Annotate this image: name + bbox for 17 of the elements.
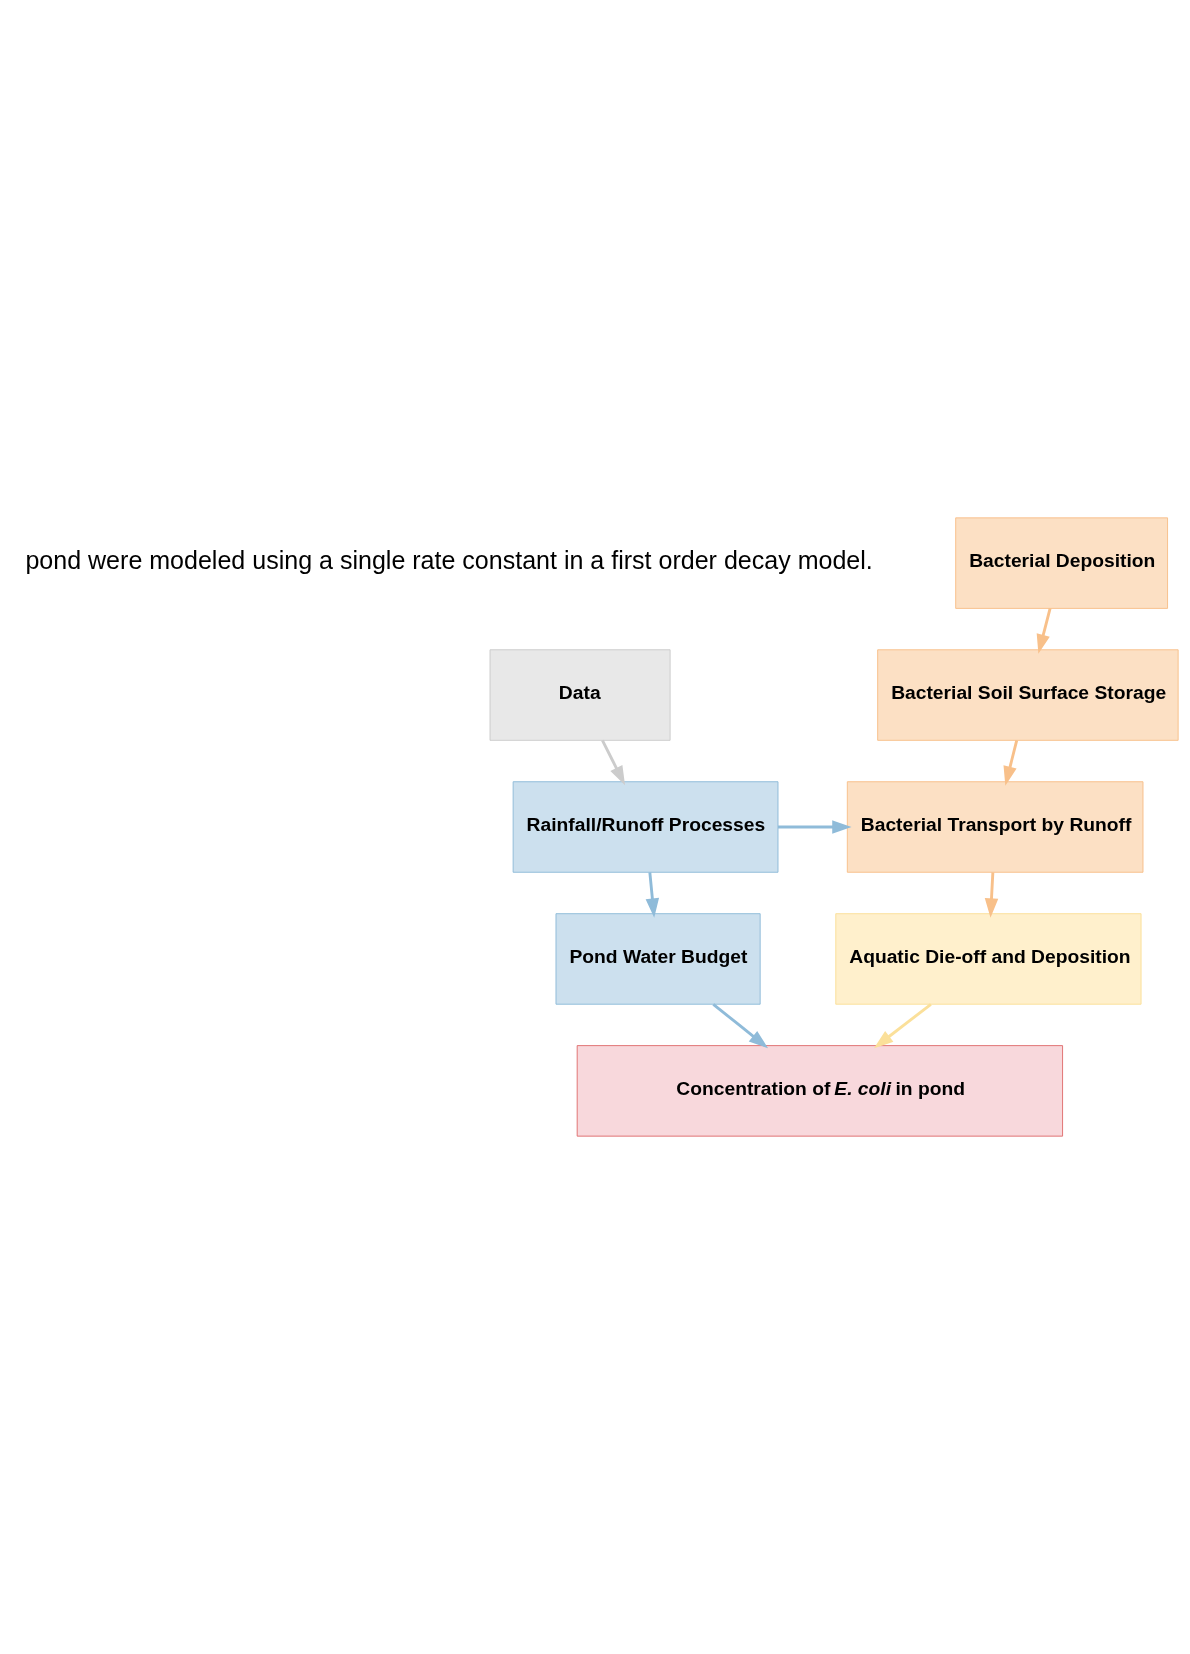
node-box: Data bbox=[489, 649, 671, 741]
label: pond were modeled using a single rate constant in a first order decay model. bbox=[25, 546, 873, 575]
arrow bbox=[984, 872, 999, 918]
arrow bbox=[1036, 608, 1052, 654]
node-box: Concentration of E. coli in pond bbox=[576, 1045, 1064, 1137]
arrow bbox=[1003, 740, 1019, 786]
node-box: Pond Water Budget bbox=[555, 913, 761, 1005]
arrow bbox=[601, 739, 626, 786]
node-box: Rainfall/Runoff Processes bbox=[512, 781, 779, 873]
node-box: Aquatic Die-off and Deposition bbox=[835, 913, 1142, 1005]
node-box: Bacterial Soil Surface Storage bbox=[877, 649, 1179, 741]
arrow bbox=[873, 1003, 932, 1049]
arrow bbox=[712, 1003, 769, 1049]
node-box: Bacterial Deposition bbox=[955, 517, 1169, 609]
node-box: Bacterial Transport by Runoff bbox=[846, 781, 1144, 873]
arrow bbox=[778, 820, 852, 834]
arrow bbox=[645, 872, 660, 918]
